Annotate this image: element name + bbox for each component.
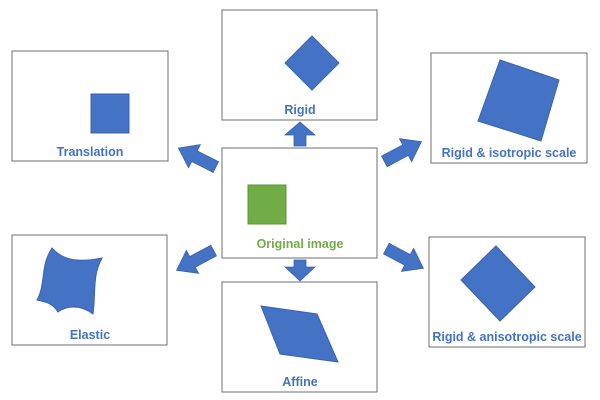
- translated-square: [90, 93, 130, 134]
- original-square: [247, 184, 287, 225]
- panel-original: Original image: [221, 147, 378, 259]
- label-translation: Translation: [57, 145, 124, 159]
- panel-translation: Translation: [11, 50, 169, 162]
- rotated-square: [284, 35, 340, 91]
- panel-elastic: Elastic: [11, 234, 168, 346]
- panel-translation-frame: [11, 50, 169, 162]
- panel-rigid: Rigid: [221, 9, 378, 121]
- panel-rigid-isotropic: Rigid & isotropic scale: [430, 52, 588, 164]
- arrows: [175, 121, 425, 282]
- warped-square: [36, 247, 103, 315]
- arrow-up-icon: [283, 121, 317, 147]
- arrow-lower-right-icon: [382, 242, 425, 272]
- rotated-rectangle: [460, 245, 536, 322]
- rotated-scaled-square: [477, 59, 560, 142]
- label-original: Original image: [257, 237, 344, 251]
- panel-affine: Affine: [221, 281, 378, 393]
- label-rigid-anisotropic: Rigid & anisotropic scale: [432, 330, 581, 344]
- panel-rigid-anisotropic: Rigid & anisotropic scale: [428, 236, 586, 348]
- label-rigid-isotropic: Rigid & isotropic scale: [442, 146, 577, 160]
- arrow-lower-left-icon: [175, 244, 218, 274]
- arrow-upper-right-icon: [380, 138, 423, 168]
- label-elastic: Elastic: [70, 328, 110, 342]
- arrow-down-icon: [283, 259, 317, 282]
- label-affine: Affine: [282, 375, 317, 389]
- label-rigid: Rigid: [284, 103, 315, 117]
- arrow-upper-left-icon: [177, 144, 220, 173]
- parallelogram: [260, 305, 339, 363]
